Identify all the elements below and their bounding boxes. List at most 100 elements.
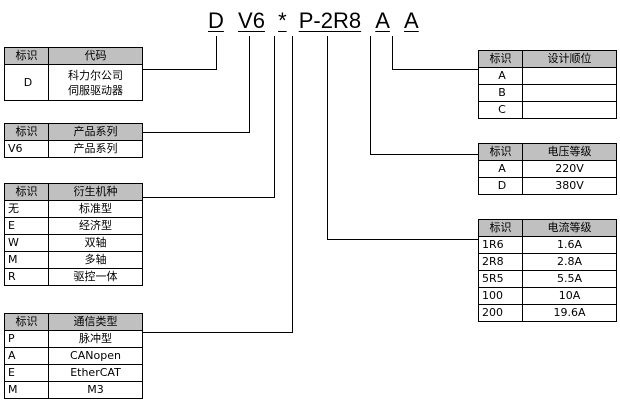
cell-id: A	[478, 67, 523, 85]
cell-id: 5R5	[478, 270, 523, 288]
header-desc: 电流等级	[522, 219, 617, 237]
cell-id: E	[4, 217, 49, 235]
header-desc: 产品系列	[48, 123, 143, 141]
table-header-row: 标识 通信类型	[4, 313, 143, 331]
table-header-row: 标识 设计顺位	[478, 50, 617, 68]
code-part-design: A	[404, 8, 419, 33]
table-row: B	[478, 84, 617, 102]
cell-desc	[522, 67, 617, 85]
connector-code	[143, 36, 217, 70]
cell-desc: CANopen	[48, 347, 143, 365]
cell-id: R	[4, 268, 49, 286]
header-desc: 通信类型	[48, 313, 143, 331]
cell-desc: 1.6A	[522, 236, 617, 254]
cell-id: C	[478, 101, 523, 119]
header-id: 标识	[4, 313, 49, 331]
connector-series	[143, 36, 250, 133]
header-desc: 设计顺位	[522, 50, 617, 68]
cell-desc: 5.5A	[522, 270, 617, 288]
header-id: 标识	[4, 47, 49, 65]
cell-id: 1R6	[478, 236, 523, 254]
cell-desc: 19.6A	[522, 304, 617, 322]
cell-id: D	[4, 64, 49, 101]
code-part-voltage: A	[375, 8, 390, 33]
header-desc: 衍生机种	[48, 183, 143, 201]
cell-desc: M3	[48, 381, 143, 399]
table-header-row: 标识 产品系列	[4, 123, 143, 141]
cell-id: 2R8	[478, 253, 523, 271]
cell-id: M	[4, 251, 49, 269]
cell-id: M	[4, 381, 49, 399]
cell-id: 200	[478, 304, 523, 322]
cell-id: D	[478, 177, 523, 195]
code-part-series: V6	[238, 8, 265, 33]
connector-design	[392, 36, 478, 70]
table-row: C	[478, 101, 617, 119]
cell-id: B	[478, 84, 523, 102]
model-code: D V6 * P-2R8 A A	[208, 8, 419, 34]
cell-desc	[522, 101, 617, 119]
code-part-company: D	[208, 8, 224, 33]
cell-desc: 驱控一体	[48, 268, 143, 286]
table-header-row: 标识 代码	[4, 47, 143, 65]
cell-desc: 经济型	[48, 217, 143, 235]
cell-desc: 380V	[522, 177, 617, 195]
code-part-comm-current: P-2R8	[298, 8, 362, 33]
cell-desc: 多轴	[48, 251, 143, 269]
table-row: D 科力尔公司 伺服驱动器	[4, 64, 143, 101]
connector-voltage	[370, 36, 478, 155]
cell-desc: 科力尔公司 伺服驱动器	[48, 64, 143, 101]
design-table: 标识 设计顺位 A B C	[478, 50, 617, 119]
table-header-row: 标识 衍生机种	[4, 183, 143, 201]
cell-id: 100	[478, 287, 523, 305]
table-row: V6 产品系列	[4, 140, 143, 158]
header-id: 标识	[478, 50, 523, 68]
cell-id: P	[4, 330, 49, 348]
cell-id: A	[4, 347, 49, 365]
cell-id: 无	[4, 200, 49, 218]
connector-current	[327, 36, 478, 240]
cell-desc	[522, 84, 617, 102]
table-header-row: 标识 电压等级	[478, 143, 617, 161]
code-table: 标识 代码 D 科力尔公司 伺服驱动器	[4, 47, 143, 101]
connector-derivative	[143, 36, 275, 198]
cell-id: A	[478, 160, 523, 178]
table-row: A	[478, 67, 617, 85]
cell-desc: 220V	[522, 160, 617, 178]
table-header-row: 标识 电流等级	[478, 219, 617, 237]
connector-comm	[143, 36, 293, 333]
cell-desc: EtherCAT	[48, 364, 143, 382]
cell-desc: 10A	[522, 287, 617, 305]
cell-desc: 标准型	[48, 200, 143, 218]
cell-desc: 2.8A	[522, 253, 617, 271]
header-desc: 代码	[48, 47, 143, 65]
code-part-derivative: *	[278, 8, 287, 33]
header-id: 标识	[4, 123, 49, 141]
header-desc: 电压等级	[522, 143, 617, 161]
cell-desc: 双轴	[48, 234, 143, 252]
cell-desc: 产品系列	[48, 140, 143, 158]
header-id: 标识	[478, 219, 523, 237]
cell-id: V6	[4, 140, 49, 158]
header-id: 标识	[478, 143, 523, 161]
